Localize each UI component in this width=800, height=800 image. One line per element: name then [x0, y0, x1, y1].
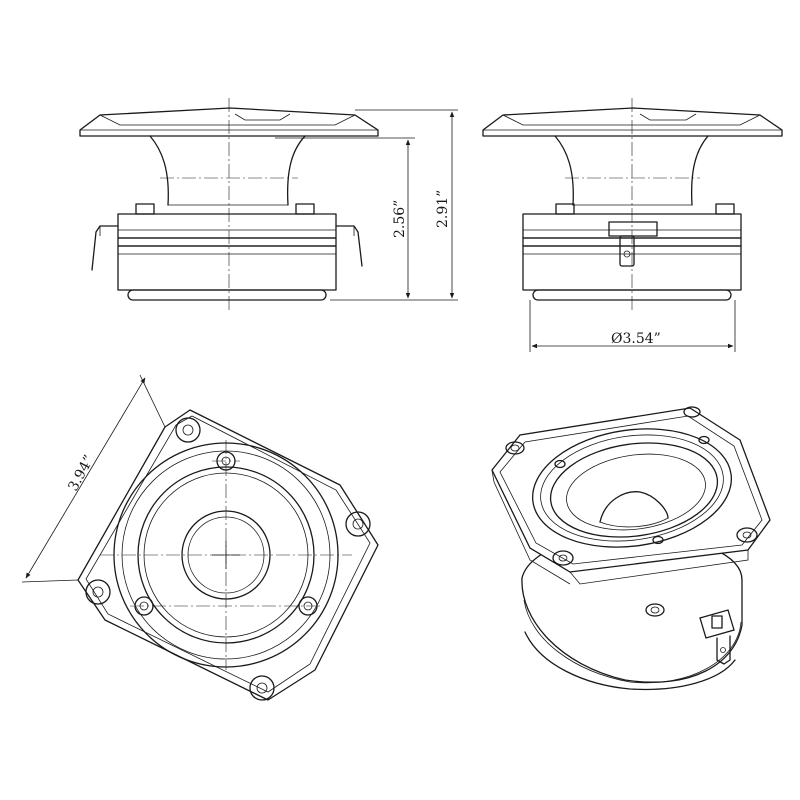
plan-view: [77, 409, 379, 701]
dimension-2-91-label: 2.91”: [435, 190, 451, 228]
flange-hole-top: [175, 417, 201, 443]
side-elevation-view: [482, 98, 783, 310]
dimension-3-54-label: Ø3.54”: [611, 331, 661, 347]
flange-hole-left: [85, 579, 111, 605]
dimension-2-56-label: 2.56”: [392, 200, 408, 238]
diameter-dimension: Ø3.54”: [529, 300, 736, 352]
isometric-view: [491, 406, 771, 691]
height-dimensions: 2.56” 2.91”: [275, 109, 458, 301]
flange-hole-bottom: [249, 675, 275, 701]
dimension-3-94-label: 3.94”: [65, 453, 97, 494]
front-elevation-view: [79, 98, 379, 310]
flange-hole-right: [345, 511, 371, 537]
